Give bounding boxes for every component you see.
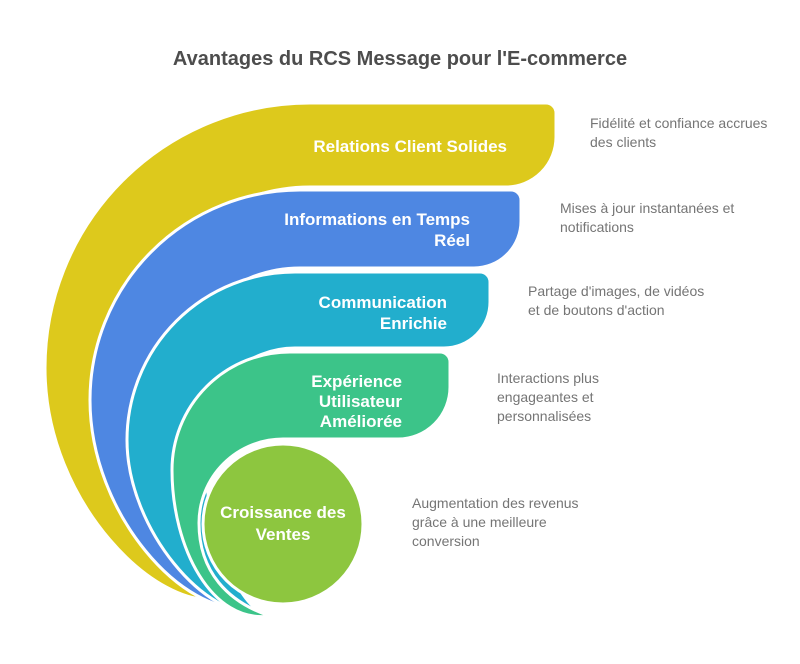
diagram-title: Avantages du RCS Message pour l'E-commer…	[173, 48, 627, 70]
stage-label-relations-client-solides: Relations Client Solides	[313, 137, 507, 156]
stage-shape-croissance-des-ventes	[201, 442, 365, 606]
stage-shape-experience-utilisateur	[170, 350, 452, 619]
